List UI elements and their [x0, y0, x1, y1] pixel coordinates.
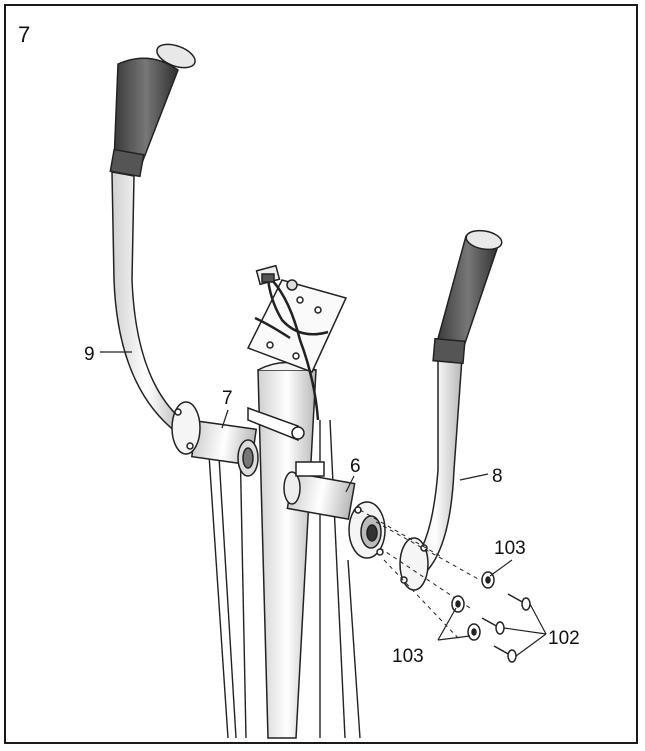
right-axle	[283, 461, 386, 559]
label-part-103-top: 103	[494, 538, 526, 559]
screws	[481, 593, 531, 663]
label-part-102: 102	[548, 628, 580, 649]
wire-harness	[254, 277, 329, 421]
leader-lines	[100, 351, 547, 657]
instruction-frame: 7	[4, 4, 638, 744]
right-handlebar	[399, 229, 503, 591]
step-number: 7	[18, 22, 31, 47]
label-part-9: 9	[84, 344, 95, 365]
label-part-7: 7	[222, 388, 233, 409]
post-clamp	[247, 406, 305, 442]
label-part-103-bottom: 103	[392, 646, 424, 667]
label-part-6: 6	[350, 456, 361, 477]
label-part-8: 8	[492, 466, 503, 487]
left-axle	[190, 420, 259, 477]
washers	[451, 571, 495, 641]
left-handlebar	[109, 43, 201, 455]
wire-connector	[255, 264, 281, 286]
